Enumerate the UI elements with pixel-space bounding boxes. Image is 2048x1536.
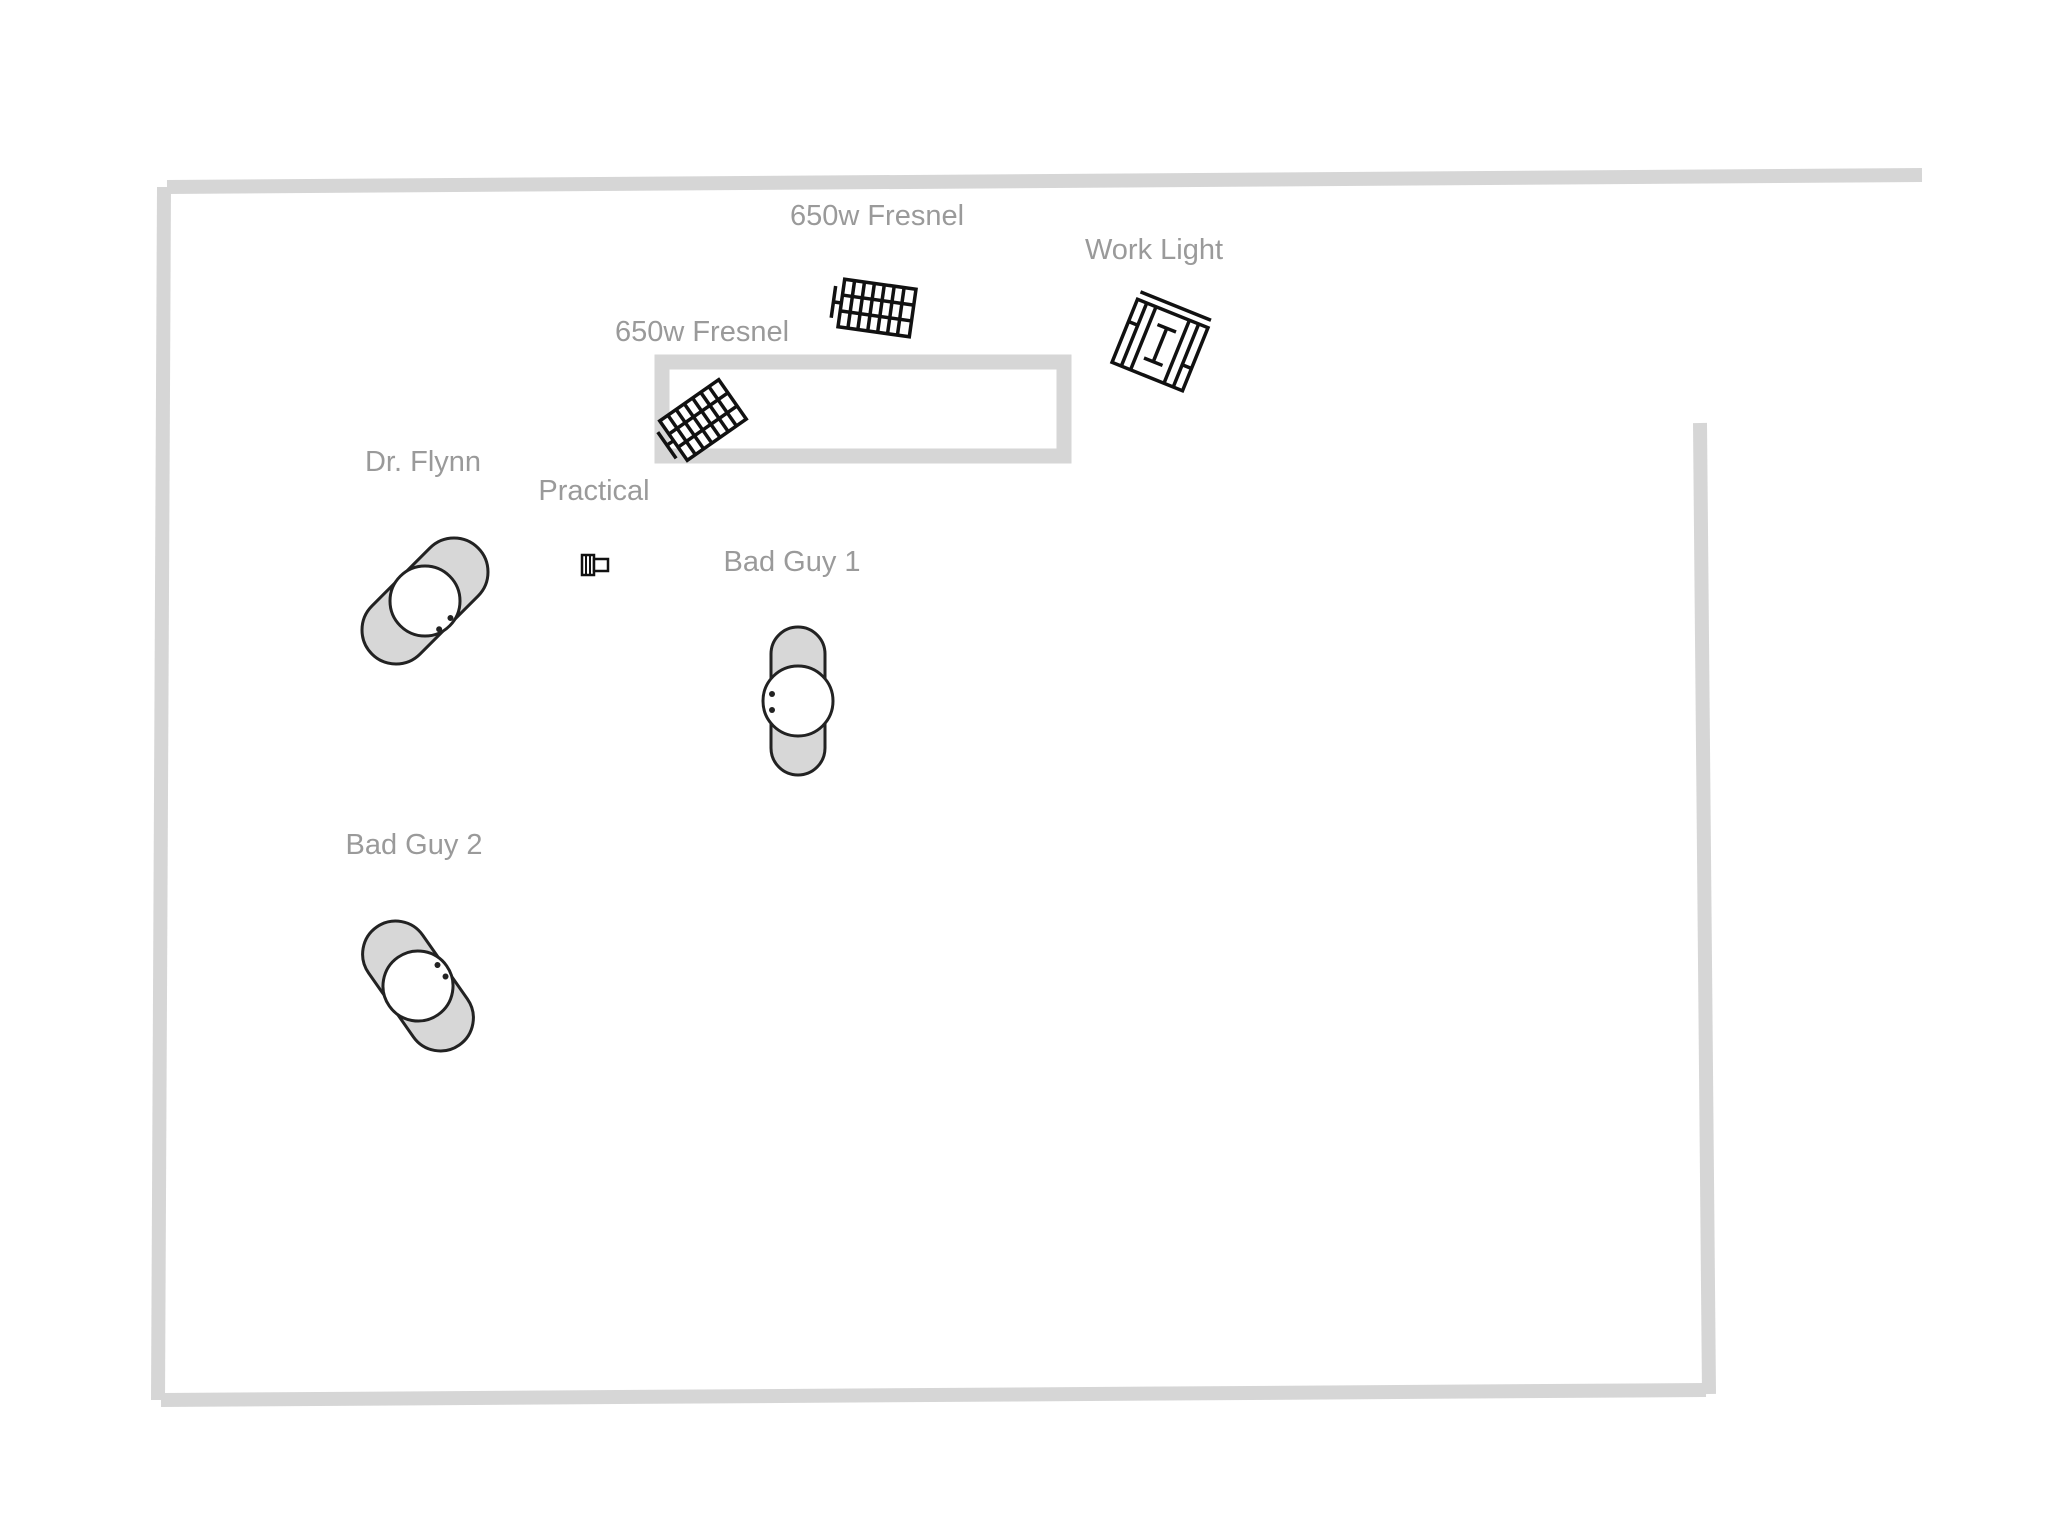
actor-eye (436, 626, 443, 633)
actor-eye (769, 691, 775, 697)
actor-eye (769, 707, 775, 713)
label-dr-flynn: Dr. Flynn (365, 446, 481, 478)
label-bad-guy-1: Bad Guy 1 (723, 546, 860, 578)
label-fresnel-left: 650w Fresnel (615, 316, 789, 348)
label-fresnel-top: 650w Fresnel (790, 200, 964, 232)
wall-top (166, 168, 1923, 194)
wall-bottom (160, 1383, 1707, 1407)
fresnel-light-icon (829, 277, 918, 339)
practical-lamp-icon (580, 553, 610, 577)
work-light-icon (1109, 290, 1212, 394)
fresnel-light-icon (656, 377, 749, 463)
actor-bad-guy-1 (761, 625, 835, 777)
actor-eye (434, 962, 441, 969)
label-bad-guy-2: Bad Guy 2 (345, 829, 482, 861)
actor-dr-flynn (360, 536, 490, 666)
label-work-light: Work Light (1085, 234, 1223, 266)
room-walls (151, 168, 1923, 1407)
actor-eye (442, 973, 449, 980)
actor-eye (447, 614, 454, 621)
wall-right (1693, 422, 1716, 1395)
set-table (654, 354, 1072, 464)
label-practical: Practical (538, 475, 649, 507)
wall-left (151, 186, 171, 1401)
actor-bad-guy-2 (361, 919, 475, 1053)
